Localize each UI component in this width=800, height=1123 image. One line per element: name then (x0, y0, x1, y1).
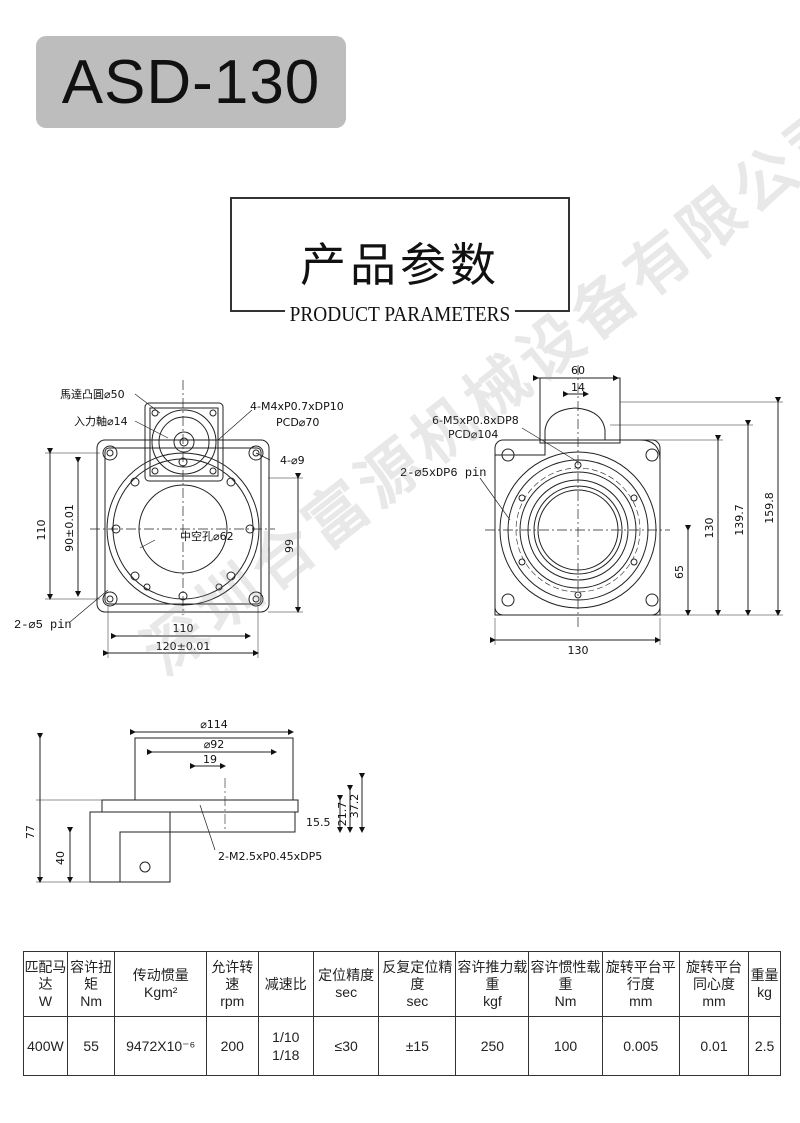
spec-header-unit: sec (335, 984, 358, 1000)
label-m2-5-thread: 2-M2.5xP0.45xDP5 (218, 850, 322, 863)
dim-90: 90±0.01 (63, 504, 76, 552)
spec-value-cell: 250 (455, 1016, 530, 1076)
spec-header-unit: kg (757, 984, 772, 1000)
spec-header-unit: mm (629, 992, 653, 1009)
title-chinese: 产品参数 (300, 238, 500, 292)
spec-value-cell: 2.5 (748, 1016, 781, 1076)
spec-header-unit: rpm (220, 992, 245, 1009)
dim-15-5: 15.5 (306, 816, 331, 829)
dim-110-left: 110 (35, 520, 48, 541)
spec-header-name: 重量 (750, 967, 779, 983)
top-view-left (45, 380, 303, 658)
label-4-holes: 4-⌀9 (280, 454, 305, 467)
dim-19: 19 (203, 753, 217, 766)
dim-65: 65 (673, 565, 686, 579)
spec-header-name: 允许转速 (211, 958, 254, 992)
spec-header-name: 旋转平台同心度 (685, 958, 742, 992)
dim-99: 99 (283, 539, 296, 553)
label-hollow: 中空孔⌀62 (180, 529, 234, 543)
spec-value-cell: 55 (66, 1016, 116, 1076)
dim-159-8: 159.8 (763, 492, 776, 524)
label-pin-dp6: 2-⌀5xDP6 pin (400, 466, 486, 480)
title-box: 产品参数 (230, 197, 570, 312)
dim-120: 120±0.01 (156, 640, 211, 653)
spec-header-cell: 减速比 (257, 951, 315, 1017)
dim-130-vertical: 130 (703, 518, 716, 539)
spec-header-unit: W (38, 992, 53, 1009)
label-pcd104: PCD⌀104 (448, 428, 498, 441)
spec-header-unit: Nm (554, 992, 577, 1009)
spec-header-unit: Nm (80, 992, 103, 1009)
dim-40: 40 (54, 851, 67, 865)
label-m4-thread: 4-M4xP0.7xDP10 (250, 400, 344, 413)
side-view (36, 729, 365, 883)
dim-60: 60 (571, 364, 585, 377)
spec-header-unit: sec (406, 992, 429, 1009)
dim-14: 14 (571, 381, 585, 394)
spec-header-name: 传动惯量 (132, 967, 189, 983)
spec-value-cell: 0.01 (678, 1016, 750, 1076)
model-name: ASD-130 (61, 47, 321, 117)
technical-drawing: 馬達凸圓⌀50 入力軸⌀14 4-M4xP0.7xDP10 PCD⌀70 4-⌀… (14, 364, 783, 883)
dim-110-bottom: 110 (173, 622, 194, 635)
label-motor-boss: 馬達凸圓⌀50 (60, 388, 125, 401)
spec-header-unit: Kgm² (144, 984, 178, 1000)
spec-header-name: 匹配马达 (24, 958, 67, 992)
dim-77: 77 (24, 825, 37, 839)
spec-value-cell: 9472X10⁻⁶ (114, 1016, 208, 1076)
spec-value-cell: 100 (528, 1016, 603, 1076)
dim-21-7: 21.7 (336, 802, 349, 827)
spec-header-name: 反复定位精度 (382, 958, 453, 992)
title-english: PRODUCT PARAMETERS (285, 302, 515, 327)
label-pcd70: PCD⌀70 (276, 416, 319, 429)
spec-value-cell: 1/10 1/18 (257, 1016, 315, 1076)
model-badge: ASD-130 (36, 36, 346, 128)
spec-header-name: 减速比 (264, 975, 307, 992)
spec-header-unit: mm (702, 992, 726, 1009)
dim-114: ⌀114 (200, 718, 228, 731)
dim-92: ⌀92 (204, 738, 225, 751)
spec-value-cell: 200 (206, 1016, 259, 1076)
spec-header-name: 定位精度 (318, 967, 375, 983)
spec-value-cell: ±15 (378, 1016, 457, 1076)
spec-value-cell: 0.005 (601, 1016, 680, 1076)
spec-header-name: 容许推力载重 (457, 958, 528, 992)
top-view-right (479, 365, 783, 645)
spec-value-cell: ≤30 (313, 1016, 380, 1076)
dim-139-7: 139.7 (733, 504, 746, 536)
spec-value-cell: 400W (23, 1016, 68, 1076)
spec-header-unit: kgf (483, 992, 502, 1009)
dim-130-horizontal: 130 (568, 644, 589, 657)
spec-header-name: 容许扭矩 (70, 958, 113, 992)
label-pin-left: 2-⌀5 pin (14, 618, 72, 632)
label-input-shaft: 入力軸⌀14 (74, 414, 128, 428)
dim-37-2: 37.2 (348, 794, 361, 819)
spec-header-name: 容许惯性载重 (530, 958, 601, 992)
spec-header-name: 旋转平台平行度 (605, 958, 676, 992)
label-m5-thread: 6-M5xP0.8xDP8 (432, 414, 519, 427)
